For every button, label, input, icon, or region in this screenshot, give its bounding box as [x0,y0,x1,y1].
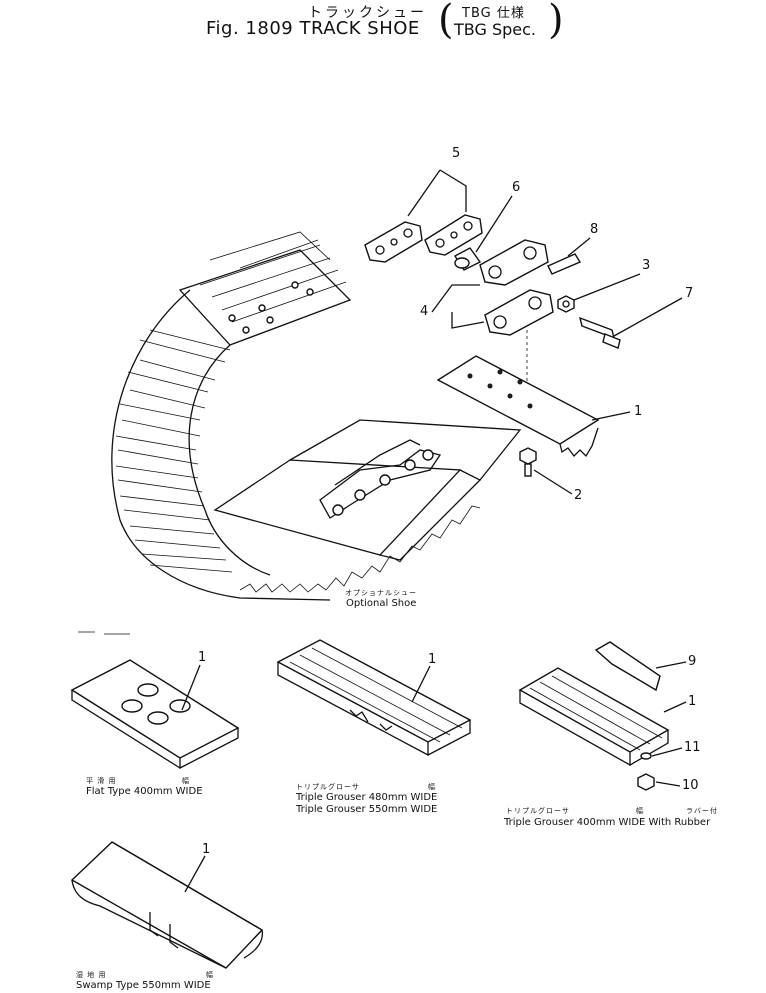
part-2-shoe-bolt [519,447,573,495]
rubber-jp-width: 幅 [636,807,644,815]
track-outer-edge [111,289,331,601]
right-paren: ) [548,0,564,43]
part-7-bolt [578,297,683,349]
swamp-type-shoe-drawing [70,841,264,969]
triple-caption-480: Triple Grouser 480mm WIDE [296,792,438,803]
part-3-nut [557,273,641,313]
rubber-jp-type: トリプルグローサ [506,807,570,815]
triple-jp-type: トリプルグローサ [296,783,360,791]
triple-jp-width: 幅 [428,783,436,791]
flat-jp-width: 幅 [182,777,190,785]
left-paren: ( [438,0,454,43]
callout-1: 1 [634,404,643,419]
flat-caption: Flat Type 400mm WIDE [86,786,203,797]
rubber-callout-10: 10 [682,778,699,793]
callout-3: 3 [642,258,651,273]
swamp-caption: Swamp Type 550mm WIDE [76,980,211,991]
part-8-pin [547,237,591,275]
callout-8: 8 [590,222,599,237]
flat-jp-type: 平 滑 用 [86,777,117,785]
rubber-caption: Triple Grouser 400mm WIDE With Rubber [504,817,711,828]
callout-2: 2 [574,488,583,503]
rubber-callout-1: 1 [688,694,697,709]
swamp-jp-type: 湿 地 用 [76,971,107,979]
part-6-bushing [454,195,513,271]
callout-4: 4 [420,304,429,319]
spec-japanese: TBG 仕様 [462,6,525,21]
track-inner-edge [188,344,271,576]
title-japanese: トラックシュー [308,5,427,21]
rubber-pad [594,641,661,692]
flat-type-shoe-drawing [70,659,240,770]
spec-english: TBG Spec. [454,20,536,39]
rubber-jp-rubber: ラバー付 [686,807,718,815]
callout-5: 5 [452,146,461,161]
swamp-jp-width: 幅 [206,971,214,979]
rubber-grouser-shoe-drawing [518,641,687,791]
part-4-link-assembly [431,239,554,408]
callout-7: 7 [685,286,694,301]
part-5-links [364,169,483,263]
swamp-callout-1: 1 [202,842,211,857]
triple-callout-1: 1 [428,652,437,667]
callout-6: 6 [512,180,521,195]
optional-shoe-en: Optional Shoe [346,598,417,609]
rubber-callout-9: 9 [688,654,697,669]
part-1-shoe-plate [436,355,631,458]
track-assembly-drawing [111,231,522,601]
track-top-shoe [178,249,352,346]
rubber-callout-11: 11 [684,740,701,755]
triple-caption-550: Triple Grouser 550mm WIDE [296,804,438,815]
flat-callout-1: 1 [198,650,207,665]
figure-title: Fig. 1809 TRACK SHOE [206,18,420,39]
triple-grouser-shoe-drawing [276,639,472,757]
optional-shoe-jp: オプショナルシュー [345,589,417,597]
